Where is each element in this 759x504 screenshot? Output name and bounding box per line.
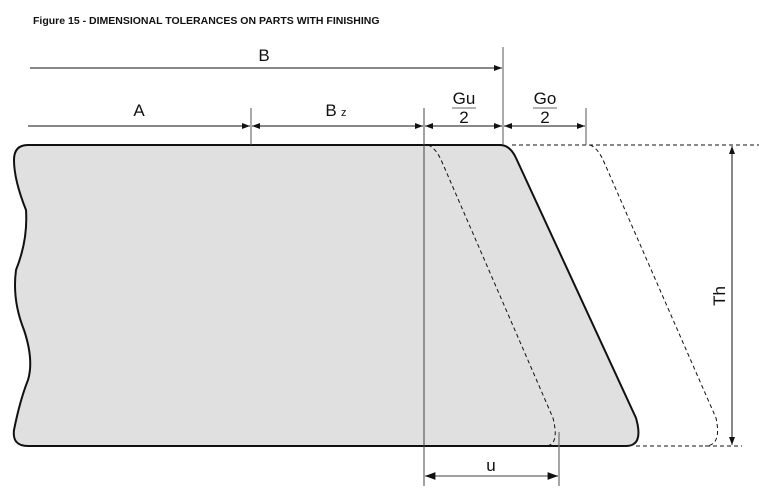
part-shape bbox=[12, 144, 640, 447]
label-b: B bbox=[258, 46, 269, 65]
label-go-denominator: 2 bbox=[540, 108, 549, 127]
label-bz: B bbox=[325, 101, 336, 120]
label-bz-subscript: z bbox=[341, 107, 347, 119]
min-contour-dashed bbox=[427, 144, 556, 447]
label-a: A bbox=[133, 101, 145, 120]
label-gu: Gu bbox=[453, 89, 476, 108]
max-contour-dashed bbox=[589, 144, 719, 447]
label-gu-denominator: 2 bbox=[459, 108, 468, 127]
label-go: Go bbox=[534, 89, 557, 108]
figure-title: Figure 15 - DIMENSIONAL TOLERANCES ON PA… bbox=[33, 15, 380, 27]
label-th: Th bbox=[710, 286, 729, 306]
label-u: u bbox=[486, 456, 495, 475]
